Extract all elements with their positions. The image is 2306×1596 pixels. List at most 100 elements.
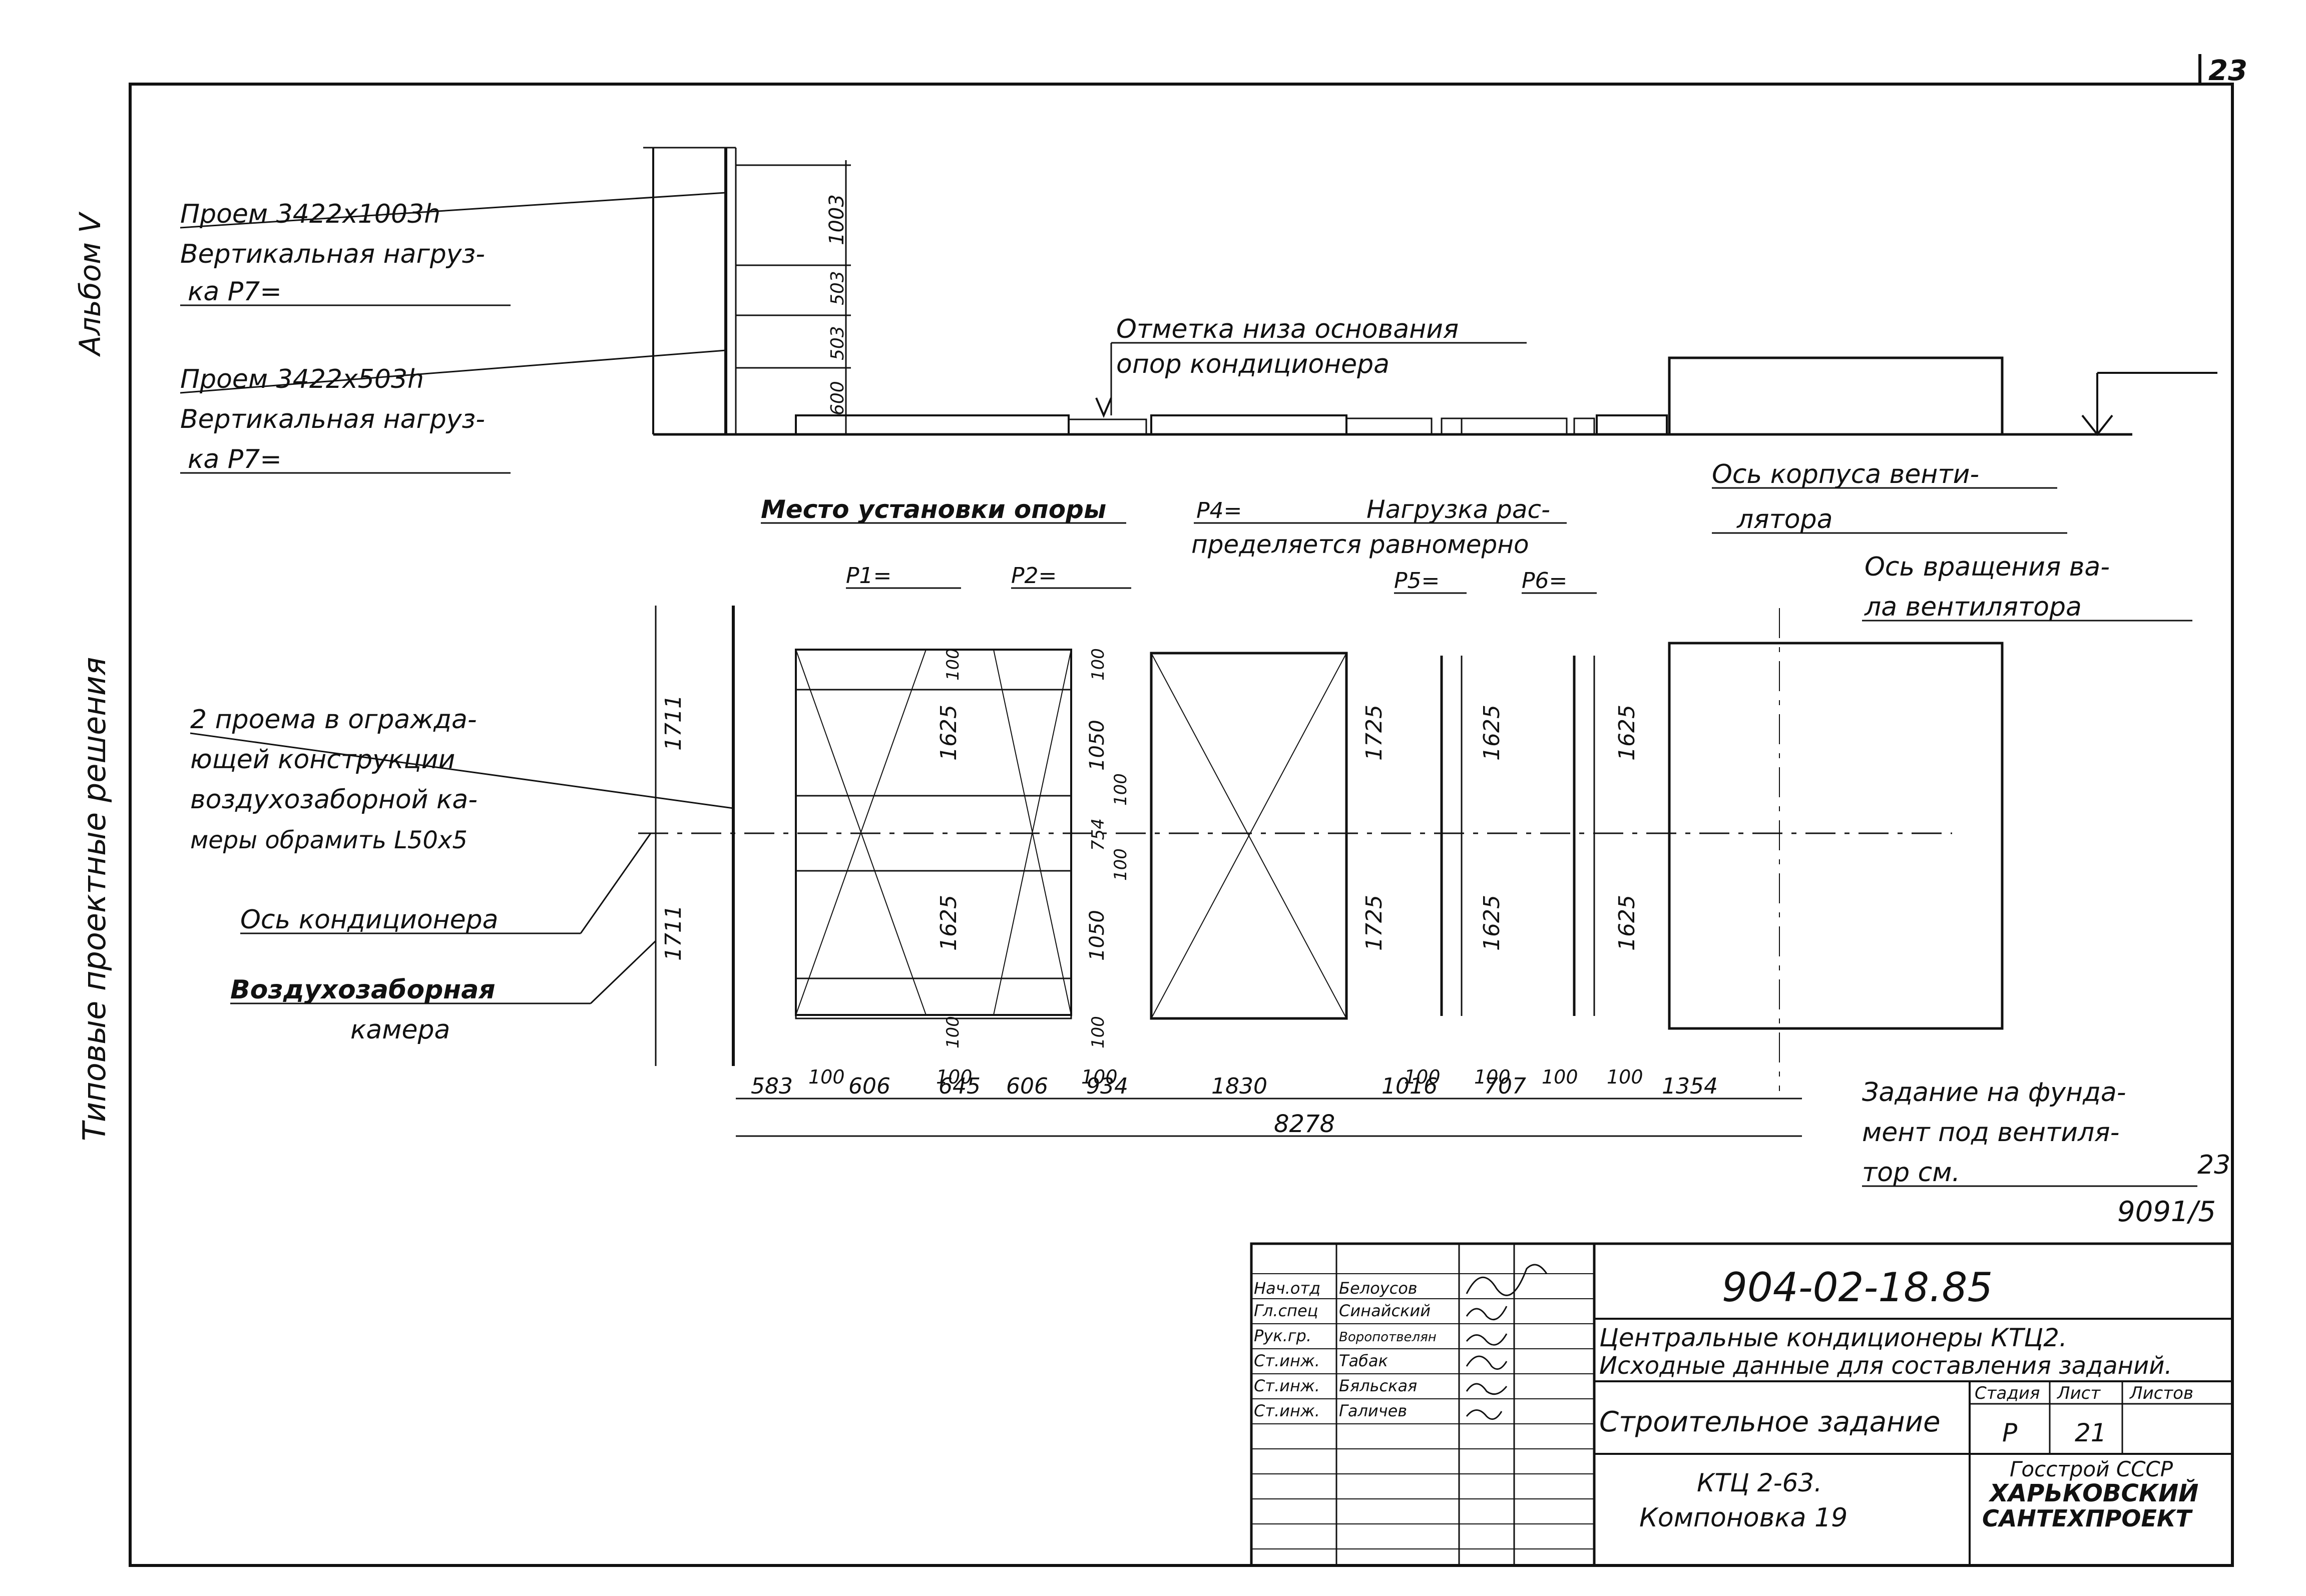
foundation-line3: тор см. xyxy=(1862,1158,1960,1188)
stage-label: Стадия xyxy=(1975,1383,2040,1403)
dim-1625-b: 1625 xyxy=(936,895,962,951)
staff-name-1: Белоусов xyxy=(1339,1279,1418,1298)
foundation-line2: мент под вентиля- xyxy=(1862,1118,2119,1148)
staff-role-6: Ст.инж. xyxy=(1254,1401,1320,1420)
dim-h-707: 707 xyxy=(1484,1074,1526,1099)
dim-1625-c: 1625 xyxy=(1479,705,1505,761)
p4-label: P4= xyxy=(1196,498,1242,523)
staff-role-2: Гл.спец xyxy=(1254,1301,1318,1320)
org-line1: Госстрой СССР xyxy=(2010,1457,2173,1481)
dim-small-1: 100 xyxy=(808,1066,845,1088)
sheet-label: Лист xyxy=(2056,1383,2101,1403)
shaft-axis-line1: Ось вращения ва- xyxy=(1865,552,2110,582)
fan-axis-line1: Ось корпуса венти- xyxy=(1712,459,1979,489)
staff-name-6: Галичев xyxy=(1339,1401,1407,1420)
dim-h-1016: 1016 xyxy=(1381,1074,1438,1099)
dim-small-5: 100 xyxy=(1542,1066,1578,1088)
load-note-line2: пределяется равномерно xyxy=(1191,530,1529,559)
dim-1711-upper: 1711 xyxy=(661,695,686,751)
shaft-axis-line2: ла вентилятора xyxy=(1864,592,2082,622)
dim-small-4: 100 xyxy=(1474,1066,1511,1088)
org-line2: ХАРЬКОВСКИЙ xyxy=(1988,1479,2198,1507)
dim-1625-d: 1625 xyxy=(1479,895,1505,951)
staff-role-3: Рук.гр. xyxy=(1254,1326,1311,1345)
doc-number: 904-02-18.85 xyxy=(1722,1264,1993,1311)
album-label: Альбом V xyxy=(73,211,107,357)
dim-100-b: 100 xyxy=(1088,648,1108,681)
sheets-label: Листов xyxy=(2129,1383,2193,1403)
mark-note-line2: опор кондиционера xyxy=(1116,349,1390,379)
title-line1: Центральные кондиционеры КТЦ2. xyxy=(1599,1323,2067,1352)
openings-line2: ющей конструкции xyxy=(190,745,455,775)
staff-role-5: Ст.инж. xyxy=(1254,1376,1320,1395)
title-block-grid xyxy=(1250,1242,2234,1567)
dim-100-d: 100 xyxy=(1111,848,1131,881)
p5-label: P5= xyxy=(1394,568,1440,594)
foundation-line1: Задание на фунда- xyxy=(1862,1078,2126,1108)
dim-1003: 1003 xyxy=(825,194,848,245)
p6-label: P6= xyxy=(1522,568,1567,594)
dim-small-7: 100 xyxy=(936,1066,973,1088)
sheet-frame xyxy=(129,83,2234,1567)
p1-label: P1= xyxy=(846,563,891,589)
mark-note-line1: Отметка низа основания xyxy=(1116,314,1459,344)
dim-small-3: 100 xyxy=(1404,1066,1441,1088)
staff-role-4: Ст.инж. xyxy=(1254,1351,1320,1370)
dim-h-606b: 606 xyxy=(1006,1074,1048,1099)
dim-h-645: 645 xyxy=(939,1074,981,1099)
dim-h-934: 934 xyxy=(1086,1074,1128,1099)
dim-503b: 503 xyxy=(827,326,848,360)
dim-1050-a: 1050 xyxy=(1086,720,1109,771)
page-number: 23 xyxy=(2208,55,2247,87)
openings-line1: 2 проема в огражда- xyxy=(190,705,477,735)
dim-1050-b: 1050 xyxy=(1086,910,1109,961)
dim-h-606a: 606 xyxy=(848,1074,890,1099)
dim-100-a: 100 xyxy=(943,648,963,681)
dim-100-f: 100 xyxy=(1088,1016,1108,1048)
stage-value: Р xyxy=(2002,1418,2018,1447)
dim-1711-lower: 1711 xyxy=(661,905,686,961)
dim-100-e: 100 xyxy=(943,1016,963,1048)
fan-axis-line2: лятора xyxy=(1736,504,1833,535)
plan-view xyxy=(638,606,2004,1137)
title-line2: Исходные данные для составления заданий. xyxy=(1599,1352,2172,1380)
p2-label: P2= xyxy=(1011,563,1057,589)
intake-line2: камера xyxy=(350,1015,450,1045)
load-note-line1: Нагрузка рас- xyxy=(1366,495,1550,524)
dim-total: 8278 xyxy=(1274,1110,1335,1138)
dim-754: 754 xyxy=(1088,818,1108,851)
staff-name-2: Синайский xyxy=(1339,1301,1431,1320)
staff-role-1: Нач.отд xyxy=(1254,1279,1320,1298)
subject-line1: КТЦ 2-63. xyxy=(1697,1468,1822,1497)
dim-1725-a: 1725 xyxy=(1361,705,1387,761)
dim-h-583: 583 xyxy=(751,1074,793,1099)
opening-lower-line2: Вертикальная нагруз- xyxy=(180,404,485,434)
dim-600: 600 xyxy=(827,381,848,415)
openings-line3: воздухозаборной ка- xyxy=(190,785,478,815)
signatures xyxy=(1466,1264,1548,1420)
dim-1625-e: 1625 xyxy=(1614,705,1640,761)
opening-upper-line2: Вертикальная нагруз- xyxy=(180,239,485,269)
sheet-name: Строительное задание xyxy=(1599,1406,1941,1438)
dim-h-1830: 1830 xyxy=(1211,1074,1267,1099)
dim-100-c: 100 xyxy=(1111,773,1131,806)
dim-1725-b: 1725 xyxy=(1361,895,1387,951)
staff-name-4: Табак xyxy=(1339,1351,1389,1370)
foundation-ref: 23 xyxy=(2197,1150,2230,1180)
conditioner-axis-label: Ось кондиционера xyxy=(240,905,499,935)
sheet-value: 21 xyxy=(2075,1418,2107,1447)
series-label: Типовые проектные решения xyxy=(76,657,113,1141)
staff-name-3: Воропотвелян xyxy=(1339,1330,1437,1345)
foundation-sheet: 9091/5 xyxy=(2117,1196,2216,1228)
org-line3: САНТЕХПРОЕКТ xyxy=(1982,1505,2193,1532)
dim-small-6: 100 xyxy=(1607,1066,1643,1088)
dim-small-2: 100 xyxy=(1081,1066,1118,1088)
opening-lower-line3: ка P7= xyxy=(188,444,282,474)
openings-line4: меры обрамить L50х5 xyxy=(190,826,468,854)
support-place-label: Место установки опоры xyxy=(761,495,1106,524)
opening-upper-line3: ка P7= xyxy=(188,277,282,307)
intake-line1: Воздухозаборная xyxy=(230,975,496,1005)
staff-name-5: Бяльская xyxy=(1339,1376,1417,1395)
dim-503a: 503 xyxy=(827,271,848,305)
